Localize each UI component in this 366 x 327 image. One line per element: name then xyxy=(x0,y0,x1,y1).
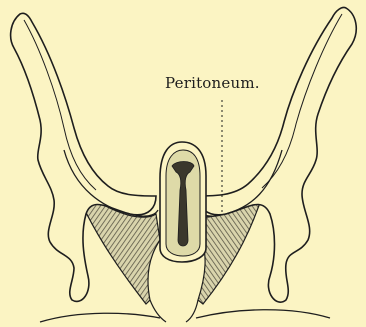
perineum-left-edge xyxy=(150,300,166,322)
perineum-right-edge xyxy=(186,300,198,322)
perineum-right-curve xyxy=(196,310,330,318)
peritoneum-label: Peritoneum. xyxy=(165,74,260,92)
perineum-left-curve xyxy=(40,313,160,322)
